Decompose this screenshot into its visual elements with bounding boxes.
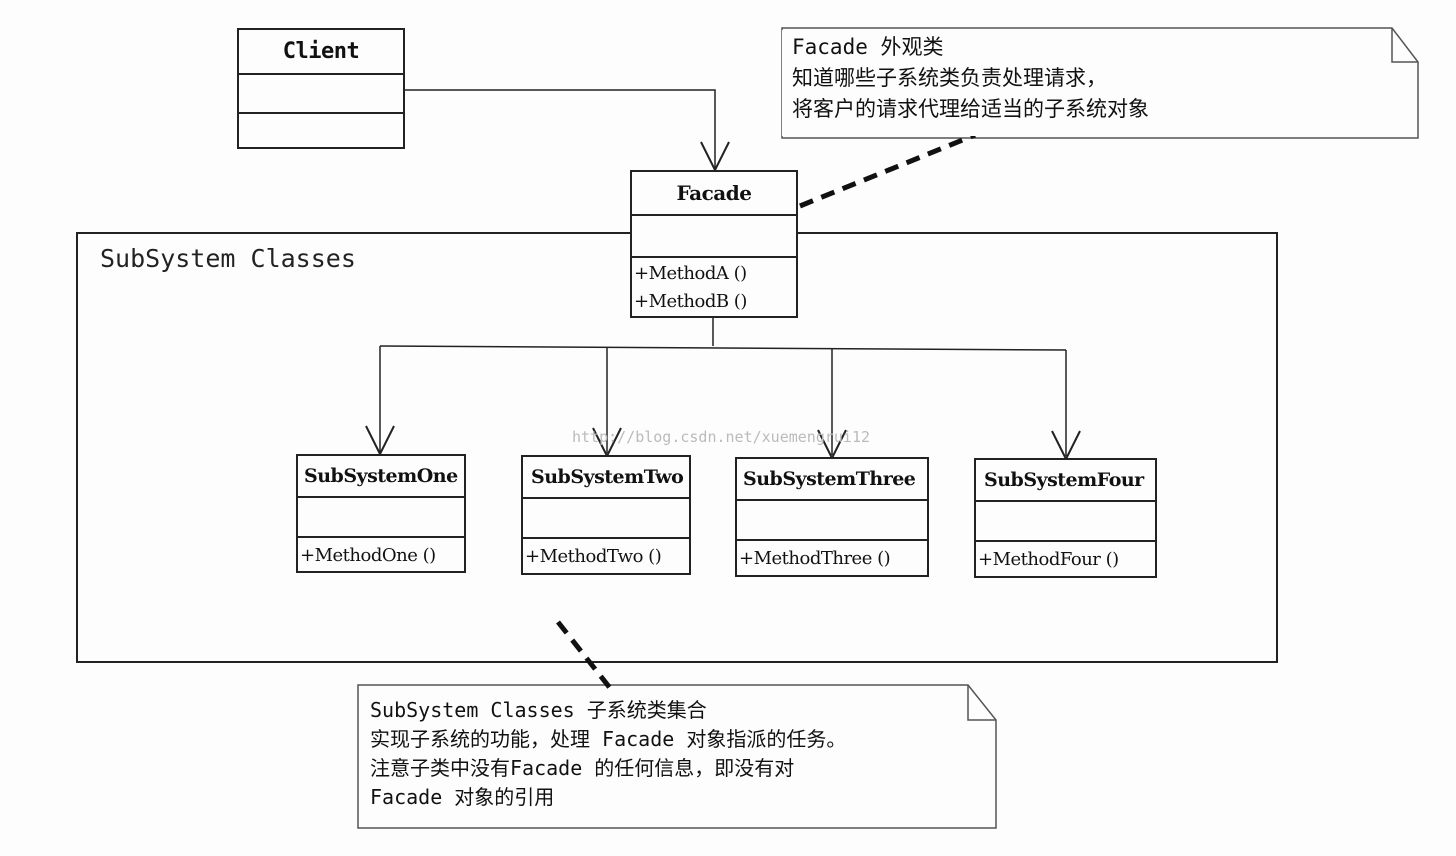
facade-class[interactable]: Facade +MethodA () +MethodB (): [630, 170, 798, 318]
subsystem-one-class[interactable]: SubSystemOne +MethodOne (): [296, 454, 466, 573]
subsystem-note-line-3: 注意子类中没有Facade 的任何信息，即没有对: [370, 756, 795, 780]
facade-note-line-2: 知道哪些子系统类负责处理请求，: [792, 66, 1107, 90]
subsystem-four-class[interactable]: SubSystemFour +MethodFour (): [974, 458, 1157, 578]
subsystem-two-operations: +MethodTwo (): [523, 539, 689, 571]
client-operations: [239, 114, 403, 147]
package-label: SubSystem Classes: [100, 244, 356, 273]
subsystem-one-operations: +MethodOne (): [298, 538, 464, 570]
subsystem-four-name: SubSystemFour: [976, 460, 1155, 502]
subsystem-three-name: SubSystemThree: [737, 459, 927, 501]
subsystem-note-dogear: [967, 685, 996, 721]
subsystem-two-attributes: [523, 499, 689, 539]
bus-left: [379, 345, 1067, 351]
facade-note-line-1: Facade 外观类: [792, 35, 944, 59]
client-class[interactable]: Client: [237, 28, 405, 149]
subsystem-note-line-1: SubSystem Classes 子系统类集合: [370, 698, 707, 722]
subsystem-two-method: +MethodTwo (): [525, 546, 662, 567]
client-class-name: Client: [239, 30, 403, 75]
subsystem-two-name: SubSystemTwo: [523, 457, 689, 499]
subsystem-note: SubSystem Classes 子系统类集合 实现子系统的功能，处理 Fac…: [360, 694, 960, 826]
subsystem-one-name: SubSystemOne: [298, 456, 464, 498]
watermark: http://blog.csdn.net/xuemengrui12: [572, 428, 871, 446]
facade-note-line-3: 将客户的请求代理给适当的子系统对象: [792, 97, 1149, 121]
subsystem-one-method: +MethodOne (): [300, 545, 436, 566]
subsystem-three-method: +MethodThree (): [739, 548, 891, 569]
subsystem-three-operations: +MethodThree (): [737, 541, 927, 573]
subsystem-two-class[interactable]: SubSystemTwo +MethodTwo (): [521, 455, 691, 575]
facade-note-dogear: [1391, 28, 1418, 63]
subsystem-one-attributes: [298, 498, 464, 538]
facade-method-a: +MethodA (): [634, 263, 747, 284]
facade-method-b: +MethodB (): [634, 291, 747, 312]
facade-note-anchor: [799, 132, 976, 209]
subsystem-note-line-2: 实现子系统的功能，处理 Facade 对象指派的任务。: [370, 727, 847, 751]
subsystem-note-anchor: [556, 620, 612, 690]
client-to-facade-line: [405, 89, 716, 168]
subsystem-four-operations: +MethodFour (): [976, 542, 1155, 574]
facade-class-name: Facade: [632, 172, 796, 216]
client-attributes: [239, 75, 403, 114]
facade-attributes: [632, 216, 796, 258]
subsystem-four-method: +MethodFour (): [978, 549, 1119, 570]
facade-note: Facade 外观类 知道哪些子系统类负责处理请求， 将客户的请求代理给适当的子…: [782, 30, 1382, 136]
subsystem-three-attributes: [737, 501, 927, 541]
facade-operations: +MethodA () +MethodB (): [632, 258, 796, 316]
subsystem-note-line-4: Facade 对象的引用: [370, 785, 555, 809]
subsystem-four-attributes: [976, 502, 1155, 542]
subsystem-three-class[interactable]: SubSystemThree +MethodThree (): [735, 457, 929, 577]
